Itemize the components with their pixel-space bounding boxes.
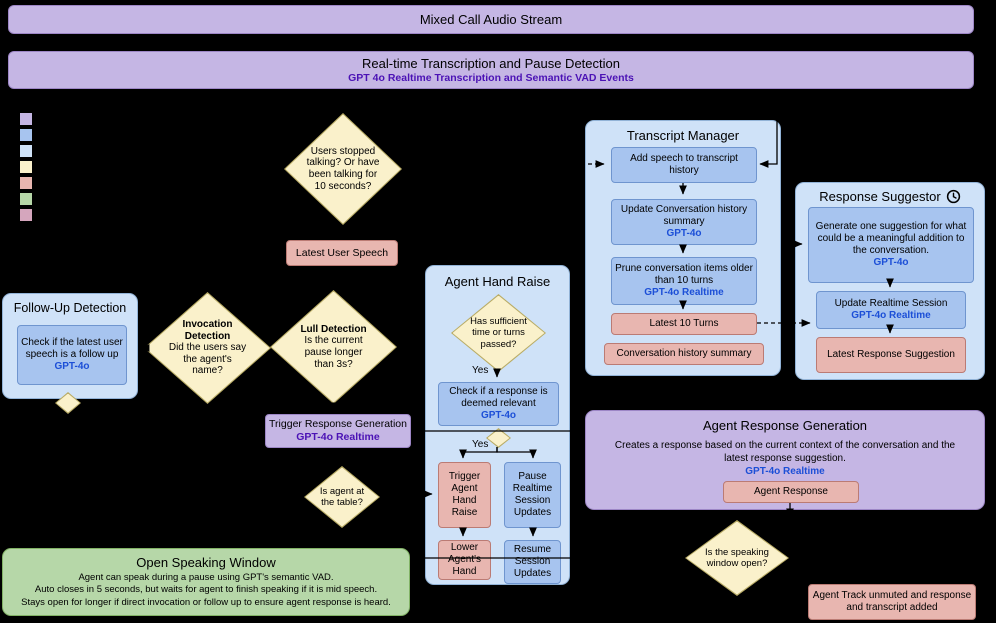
sufficient-time-text: Has sufficient time or turns passed? bbox=[470, 316, 527, 350]
agent-hand-raise-title: Agent Hand Raise bbox=[444, 274, 551, 289]
open-speaking-window-line2: Auto closes in 5 seconds, but waits for … bbox=[34, 584, 378, 596]
diamond-fill bbox=[487, 429, 510, 447]
lull-detection-diamond: Lull Detection Is the current pause long… bbox=[270, 290, 397, 404]
relevance-decision-diamond bbox=[486, 428, 511, 448]
follow-up-check-node: Check if the latest user speech is a fol… bbox=[17, 325, 127, 385]
legend-swatch-pink bbox=[20, 177, 32, 189]
legend-swatch-blue bbox=[20, 129, 32, 141]
trigger-response-generation-label: Trigger Response Generation bbox=[269, 418, 407, 431]
agent-track-label: Agent Track unmuted and response and tra… bbox=[812, 590, 972, 613]
clock-icon bbox=[946, 189, 961, 204]
update-realtime-session-model: GPT-4o Realtime bbox=[851, 310, 931, 321]
transcript-manager-title: Transcript Manager bbox=[626, 128, 740, 143]
transcription-bar-model: GPT 4o Realtime Transcription and Semant… bbox=[348, 71, 634, 84]
lull-detection-title: Lull Detection bbox=[300, 323, 367, 335]
legend-swatch-mauve bbox=[20, 209, 32, 221]
update-summary-text: Update Conversation history summary bbox=[620, 204, 748, 227]
agent-response-label: Agent Response bbox=[754, 486, 828, 497]
update-summary-model: GPT-4o bbox=[666, 228, 702, 239]
generate-suggestion-text: Generate one suggestion for what could b… bbox=[815, 221, 967, 256]
legend-swatch-green bbox=[20, 193, 32, 205]
invocation-detection-diamond: Invocation Detection Did the users say t… bbox=[144, 292, 271, 404]
prune-text: Prune conversation items older than 10 t… bbox=[615, 263, 753, 286]
generate-suggestion-model: GPT-4o bbox=[873, 257, 909, 268]
update-realtime-session-text: Update Realtime Session bbox=[834, 298, 948, 309]
agent-response-generation-model: GPT-4o Realtime bbox=[745, 466, 825, 477]
open-speaking-window-title: Open Speaking Window bbox=[136, 554, 276, 570]
latest-10-turns-label: Latest 10 Turns bbox=[649, 318, 719, 329]
generate-suggestion-node: Generate one suggestion for what could b… bbox=[808, 207, 974, 283]
open-speaking-window-container: Open Speaking Window Agent can speak dur… bbox=[2, 548, 410, 616]
agent-at-table-diamond: Is agent at the table? bbox=[304, 466, 380, 528]
legend-swatch-yellow bbox=[20, 161, 32, 173]
latest-10-turns-node: Latest 10 Turns bbox=[611, 313, 757, 335]
follow-up-decision-diamond bbox=[55, 392, 81, 414]
update-realtime-session-node: Update Realtime Session GPT-4o Realtime bbox=[816, 291, 966, 329]
add-speech-node: Add speech to transcript history bbox=[611, 147, 757, 183]
check-relevant-model: GPT-4o bbox=[480, 410, 516, 421]
yes-label-2: Yes bbox=[472, 439, 489, 450]
latest-user-speech-label: Latest User Speech bbox=[295, 246, 389, 259]
users-stopped-talking-diamond: Users stopped talking? Or have been talk… bbox=[284, 113, 402, 225]
mixed-call-audio-stream-bar: Mixed Call Audio Stream bbox=[8, 5, 974, 34]
speaking-window-open-diamond: Is the speaking window open? bbox=[685, 520, 789, 596]
trigger-response-generation-node: Trigger Response Generation GPT-4o Realt… bbox=[265, 414, 411, 448]
pause-session-updates-label: Pause Realtime Session Updates bbox=[512, 471, 553, 518]
legend bbox=[20, 113, 32, 221]
open-speaking-window-line3: Stays open for longer if direct invocati… bbox=[21, 596, 391, 608]
agent-response-generation-container: Agent Response Generation Creates a resp… bbox=[585, 410, 985, 510]
lull-detection-text: Is the current pause longer than 3s? bbox=[304, 335, 363, 370]
follow-up-detection-container: Follow-Up Detection Check if the latest … bbox=[2, 293, 138, 399]
trigger-hand-raise-node: Trigger Agent Hand Raise bbox=[438, 462, 491, 528]
yes-label-1: Yes bbox=[472, 365, 489, 376]
speaking-window-open-text: Is the speaking window open? bbox=[705, 546, 769, 569]
agent-response-generation-title: Agent Response Generation bbox=[702, 418, 868, 433]
check-relevant-text: Check if a response is deemed relevant bbox=[449, 386, 548, 409]
legend-swatch-purple bbox=[20, 113, 32, 125]
prune-model: GPT-4o Realtime bbox=[644, 287, 724, 298]
add-speech-text: Add speech to transcript history bbox=[630, 153, 738, 176]
pause-session-updates-node: Pause Realtime Session Updates bbox=[504, 462, 561, 528]
latest-response-suggestion-node: Latest Response Suggestion bbox=[816, 337, 966, 373]
conversation-history-summary-node: Conversation history summary bbox=[604, 343, 764, 365]
agent-at-table-text: Is agent at the table? bbox=[319, 485, 365, 508]
update-summary-node: Update Conversation history summary GPT-… bbox=[611, 199, 757, 245]
users-stopped-talking-text: Users stopped talking? Or have been talk… bbox=[306, 145, 380, 192]
check-relevant-node: Check if a response is deemed relevant G… bbox=[438, 382, 559, 426]
diamond-fill bbox=[56, 393, 80, 413]
invocation-detection-title: Invocation Detection bbox=[182, 319, 233, 342]
lower-hand-label: Lower Agent's Hand bbox=[447, 542, 482, 577]
follow-up-check-text: Check if the latest user speech is a fol… bbox=[21, 337, 123, 360]
resume-session-updates-node: Resume Session Updates bbox=[504, 540, 561, 584]
follow-up-detection-title: Follow-Up Detection bbox=[13, 301, 127, 315]
agent-track-node: Agent Track unmuted and response and tra… bbox=[808, 584, 976, 620]
resume-session-updates-label: Resume Session Updates bbox=[513, 544, 552, 579]
response-suggestor-container: Response Suggestor Generate one suggesti… bbox=[795, 182, 985, 380]
legend-swatch-lightblue bbox=[20, 145, 32, 157]
agent-response-generation-description: Creates a response based on the current … bbox=[614, 440, 956, 464]
latest-response-suggestion-label: Latest Response Suggestion bbox=[827, 349, 955, 360]
open-speaking-window-line1: Agent can speak during a pause using GPT… bbox=[78, 571, 334, 583]
trigger-response-generation-model: GPT-4o Realtime bbox=[296, 431, 380, 443]
response-suggestor-title: Response Suggestor bbox=[819, 189, 941, 204]
transcription-pause-detection-bar: Real-time Transcription and Pause Detect… bbox=[8, 51, 974, 89]
lower-hand-node: Lower Agent's Hand bbox=[438, 540, 491, 580]
mixed-call-audio-stream-label: Mixed Call Audio Stream bbox=[419, 11, 563, 27]
latest-user-speech-node: Latest User Speech bbox=[286, 240, 398, 266]
agent-response-node: Agent Response bbox=[723, 481, 859, 503]
agent-hand-raise-container: Agent Hand Raise Has sufficient time or … bbox=[425, 265, 570, 585]
trigger-hand-raise-label: Trigger Agent Hand Raise bbox=[448, 471, 481, 518]
sufficient-time-diamond: Has sufficient time or turns passed? bbox=[451, 294, 546, 372]
invocation-detection-text: Did the users say the agent's name? bbox=[168, 342, 247, 377]
prune-node: Prune conversation items older than 10 t… bbox=[611, 257, 757, 305]
conversation-history-summary-label: Conversation history summary bbox=[616, 348, 752, 359]
transcript-manager-container: Transcript Manager Add speech to transcr… bbox=[585, 120, 781, 376]
transcription-bar-title: Real-time Transcription and Pause Detect… bbox=[362, 55, 620, 71]
follow-up-check-model: GPT-4o bbox=[54, 361, 90, 372]
